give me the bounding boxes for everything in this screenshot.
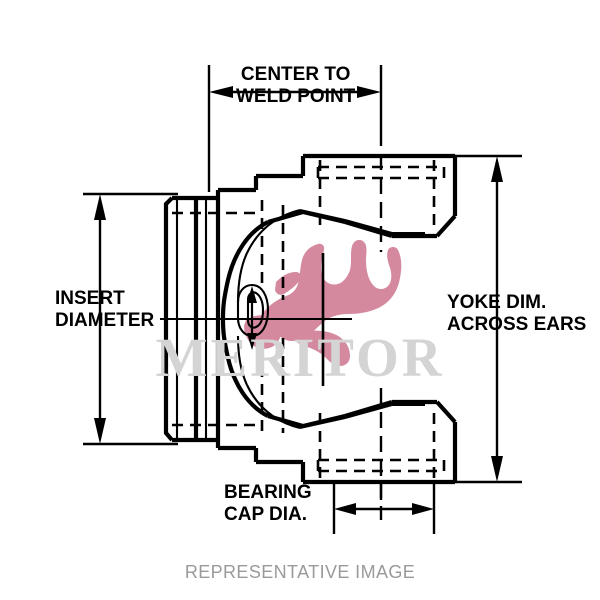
label-center-to-weld-point-line2: WELD POINT — [236, 86, 356, 107]
label-bearing-cap-dia-line2: CAP DIA. — [224, 504, 308, 525]
label-bearing-cap-dia: BEARING CAP DIA. — [224, 482, 312, 526]
label-center-to-weld-point-line1: CENTER TO — [240, 64, 351, 85]
label-yoke-dim-across-ears: YOKE DIM. ACROSS EARS — [447, 292, 586, 336]
dimension-arrowheads-insert-diameter — [94, 194, 106, 444]
dimension-arrowheads-bearing-cap-dia — [334, 503, 434, 515]
label-insert-diameter: INSERT DIAMETER — [55, 288, 154, 332]
label-insert-diameter-line2: DIAMETER — [55, 310, 155, 331]
label-insert-diameter-line1: INSERT — [55, 288, 125, 309]
dimension-yoke-across-ears — [455, 154, 522, 484]
label-bearing-cap-dia-line1: BEARING — [224, 482, 312, 503]
bore-diameter-arrowheads — [247, 286, 257, 350]
label-center-to-weld-point: CENTER TO WELD POINT — [236, 64, 355, 108]
representative-image-caption: REPRESENTATIVE IMAGE — [184, 562, 416, 582]
dimension-arrowheads-center-weld — [209, 86, 381, 98]
yoke-lower-ear-outline — [218, 319, 458, 485]
label-yoke-dim-across-ears-line2: ACROSS EARS — [447, 314, 587, 335]
dimension-insert-diameter — [83, 192, 178, 446]
label-yoke-dim-across-ears-line1: YOKE DIM. — [447, 292, 547, 313]
dimension-center-to-weld-point — [207, 65, 383, 192]
dimension-arrowheads-yoke-across-ears — [491, 156, 503, 482]
